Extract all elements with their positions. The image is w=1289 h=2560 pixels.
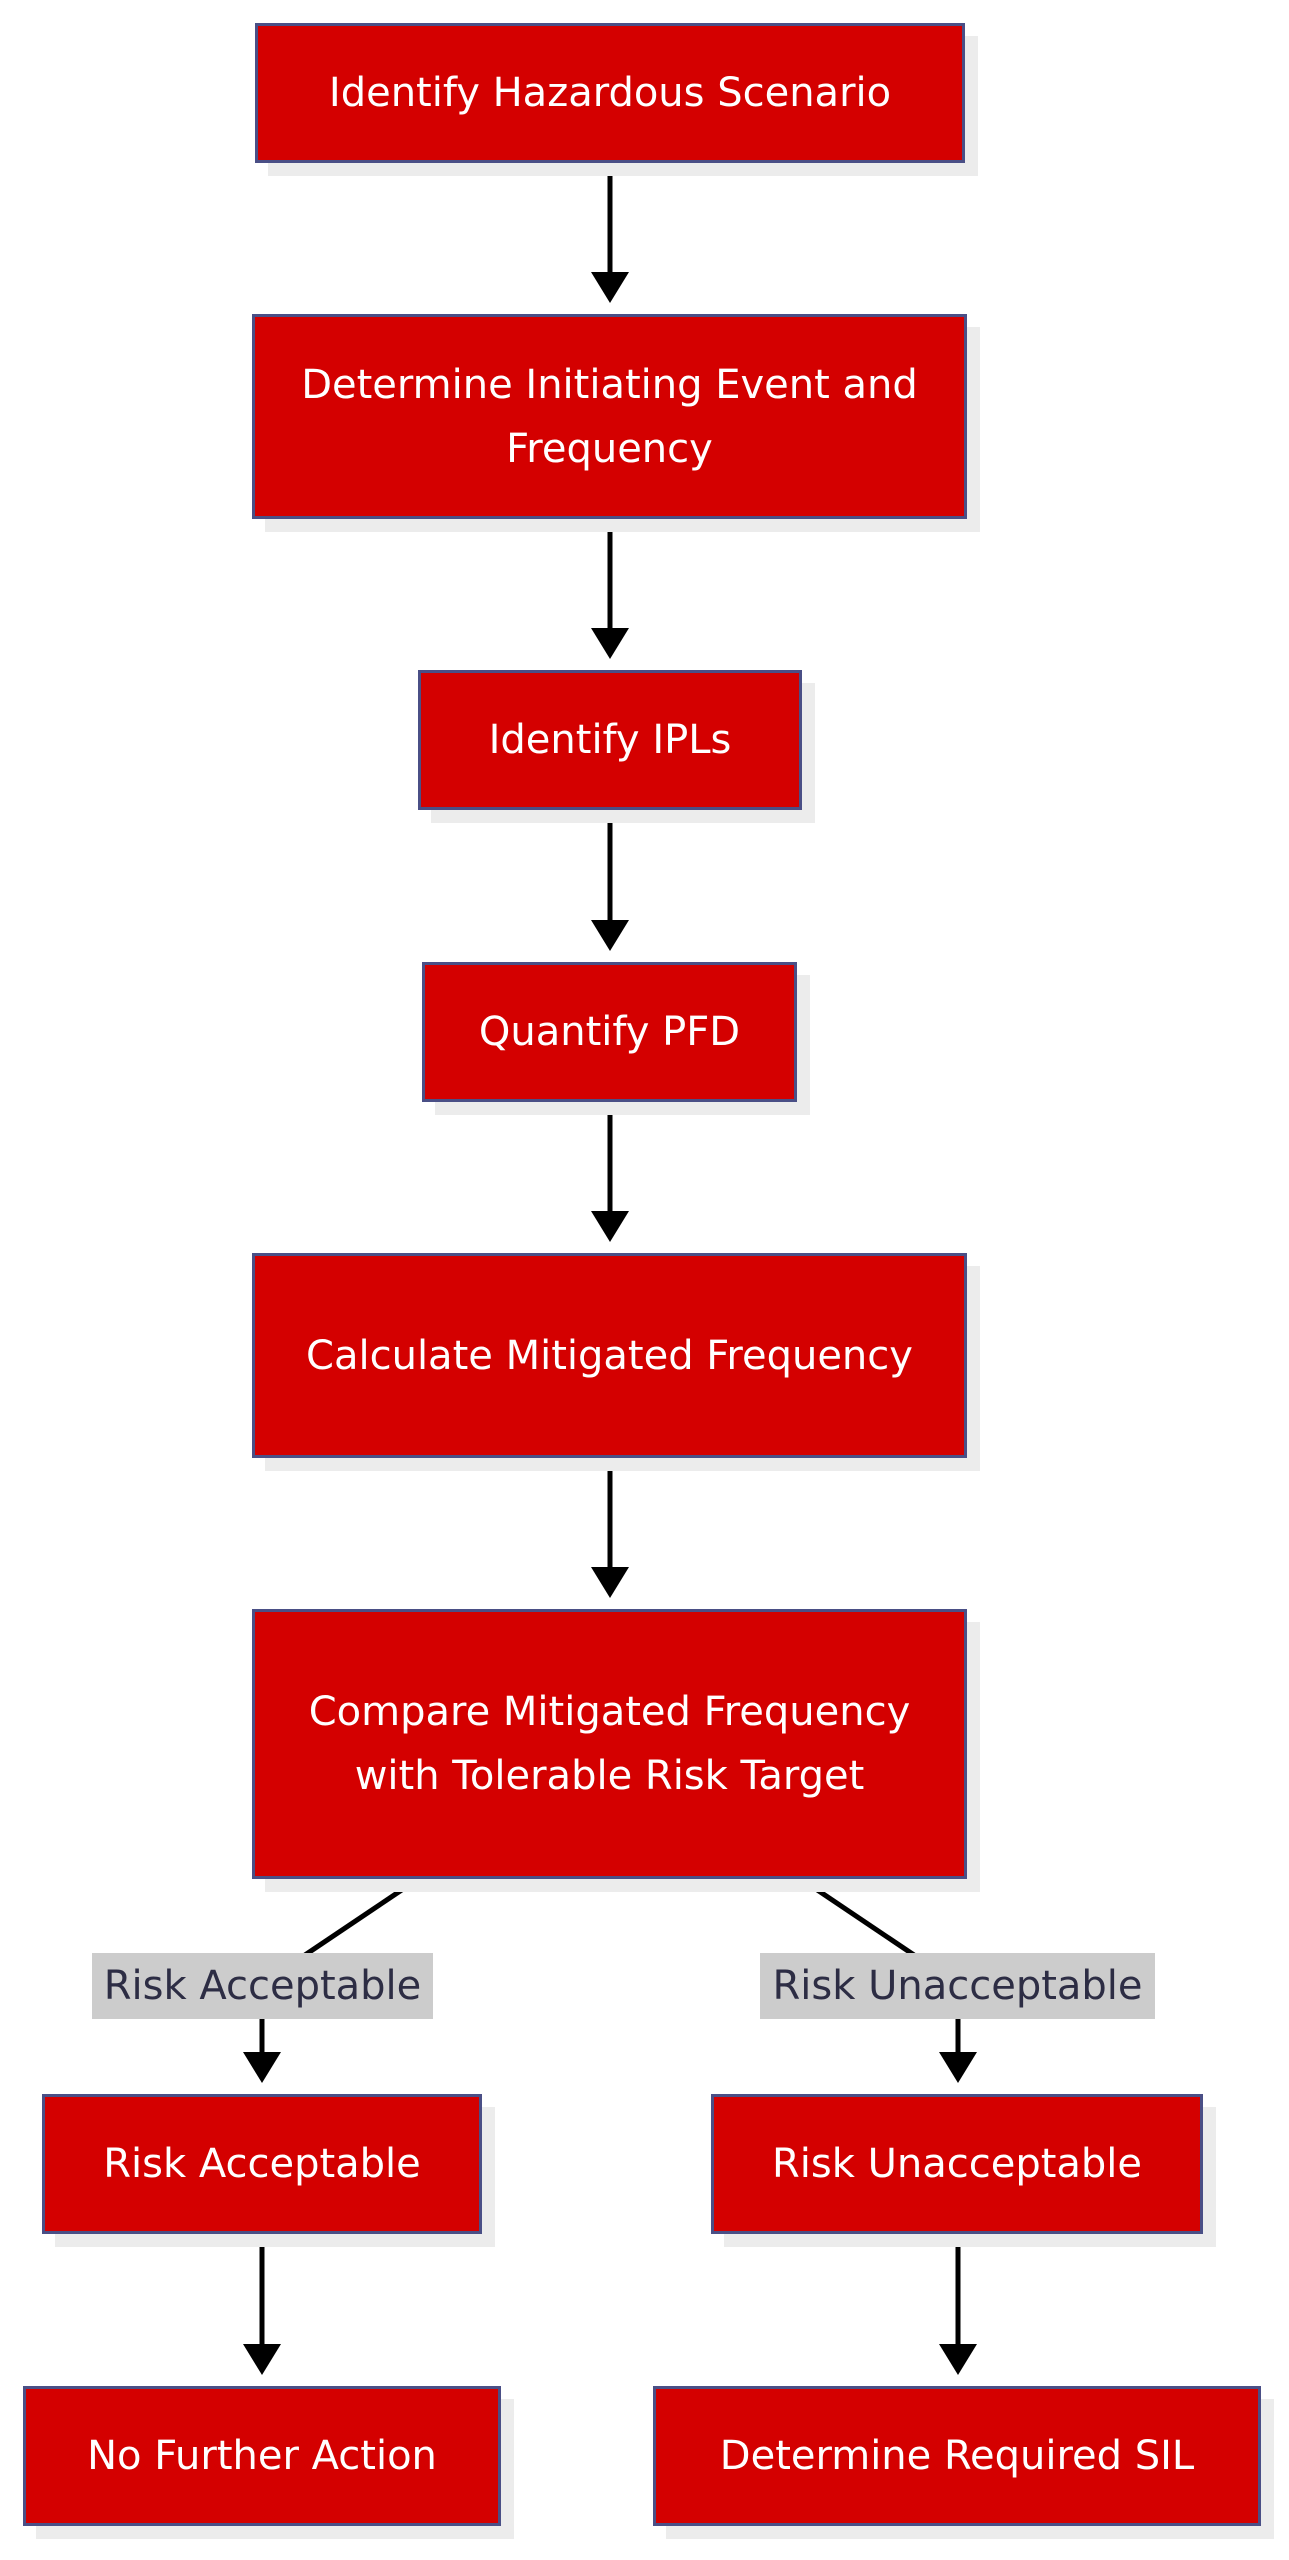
node-identify-hazardous-scenario: Identify Hazardous Scenario bbox=[255, 23, 965, 163]
edge-compare-to-unacceptable bbox=[799, 1876, 916, 1958]
node-risk-unacceptable: Risk Unacceptable bbox=[711, 2094, 1203, 2234]
node-determine-initiating-event: Determine Initiating Event and Frequency bbox=[252, 314, 967, 519]
edge-label-risk-acceptable: Risk Acceptable bbox=[92, 1953, 433, 2019]
node-quantify-pfd: Quantify PFD bbox=[422, 962, 797, 1102]
node-compare-mitigated-frequency: Compare Mitigated Frequency with Tolerab… bbox=[252, 1609, 967, 1879]
edge-compare-to-acceptable bbox=[303, 1876, 420, 1958]
edge-label-risk-unacceptable: Risk Unacceptable bbox=[760, 1953, 1155, 2019]
node-risk-acceptable: Risk Acceptable bbox=[42, 2094, 482, 2234]
node-identify-ipls: Identify IPLs bbox=[418, 670, 802, 810]
node-no-further-action: No Further Action bbox=[23, 2386, 501, 2526]
node-calculate-mitigated-frequency: Calculate Mitigated Frequency bbox=[252, 1253, 967, 1458]
node-determine-required-sil: Determine Required SIL bbox=[653, 2386, 1261, 2526]
